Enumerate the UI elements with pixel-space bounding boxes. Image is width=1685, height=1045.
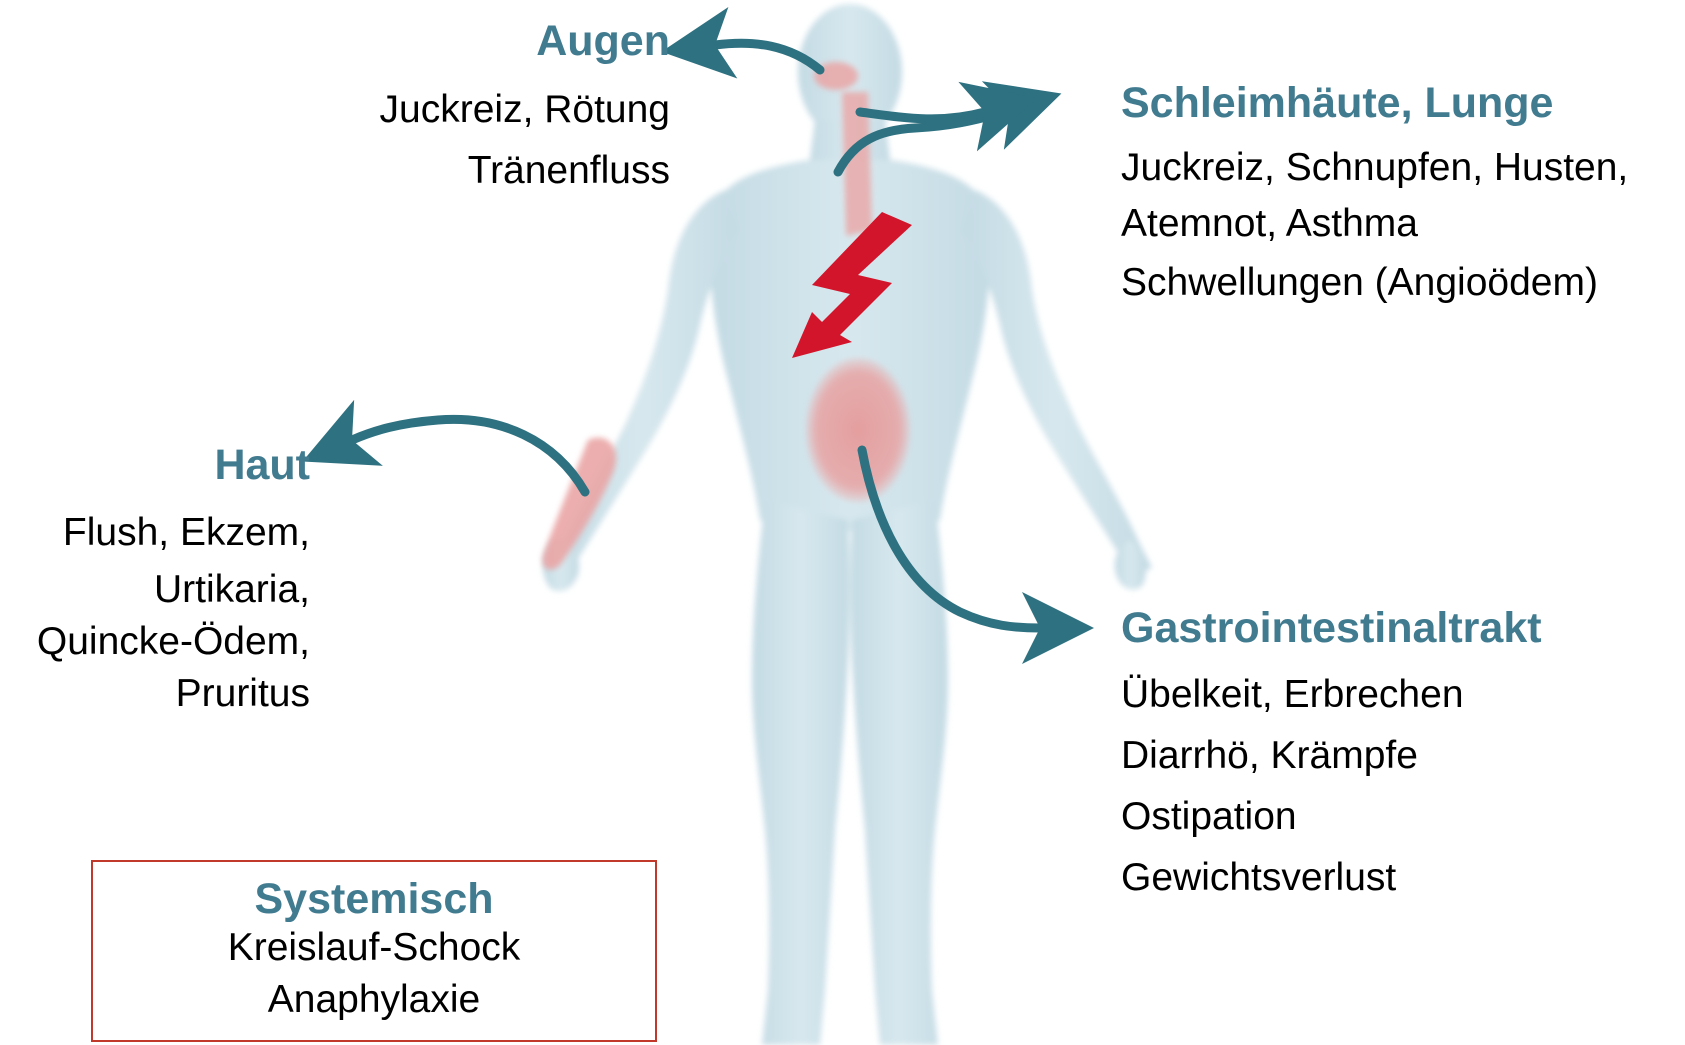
skin-symptom: Quincke-Ödem, — [37, 616, 310, 668]
mucosa-lung-symptom: Atemnot, Asthma — [1121, 197, 1628, 251]
skin-symptom: Urtikaria, — [37, 564, 310, 616]
skin-symptom-list: Flush, Ekzem, Urtikaria, Quincke-Ödem, P… — [37, 502, 310, 720]
systemic-symptom-list: Kreislauf-Schock Anaphylaxie — [93, 922, 655, 1026]
gastrointestinal-symptom-list: Übelkeit, Erbrechen Diarrhö, Krämpfe Ost… — [1121, 664, 1464, 908]
skin-symptom: Flush, Ekzem, — [37, 502, 310, 564]
eyes-symptom: Tränenfluss — [380, 140, 670, 201]
mucosa-lung-symptom: Schwellungen (Angioödem) — [1121, 251, 1628, 315]
mucosa-lung-heading: Schleimhäute, Lunge — [1121, 78, 1553, 128]
gastrointestinal-symptom: Ostipation — [1121, 786, 1464, 847]
systemic-symptom: Kreislauf-Schock — [93, 922, 655, 974]
eyes-symptom-list: Juckreiz, Rötung Tränenfluss — [380, 79, 670, 201]
skin-symptom: Pruritus — [37, 668, 310, 720]
gastrointestinal-heading: Gastrointestinaltrakt — [1121, 603, 1542, 653]
mucosa-lung-symptom: Juckreiz, Schnupfen, Husten, — [1121, 139, 1628, 197]
systemic-symptom: Anaphylaxie — [93, 974, 655, 1026]
mucosa-lung-symptom-list: Juckreiz, Schnupfen, Husten, Atemnot, As… — [1121, 139, 1628, 315]
gastrointestinal-symptom: Diarrhö, Krämpfe — [1121, 725, 1464, 786]
curved-arrow-icon — [860, 112, 985, 119]
gastrointestinal-symptom: Gewichtsverlust — [1121, 847, 1464, 908]
curved-arrow-icon — [352, 419, 585, 492]
skin-heading: Haut — [214, 440, 310, 490]
eyes-heading: Augen — [536, 16, 670, 66]
gastrointestinal-symptom: Übelkeit, Erbrechen — [1121, 664, 1464, 725]
abdomen-highlight — [806, 358, 910, 502]
systemic-heading: Systemisch — [93, 874, 655, 924]
eyes-symptom: Juckreiz, Rötung — [380, 79, 670, 140]
systemic-box: Systemisch Kreislauf-Schock Anaphylaxie — [91, 860, 657, 1042]
